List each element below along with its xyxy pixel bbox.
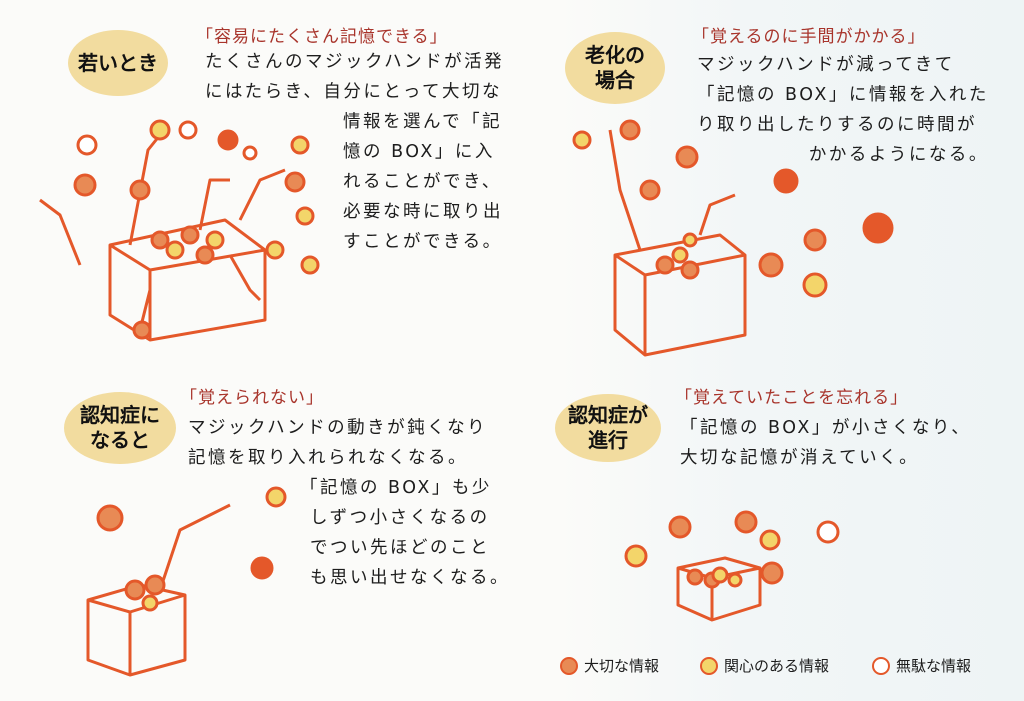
badge-label: 認知症が <box>568 403 648 427</box>
description-dementia: マジックハンドの動きが鈍くなり 記憶を取り入れられなくなる。 「記憶の BOX」… <box>188 413 510 593</box>
text-line: も思い出せなくなる。 <box>310 568 510 588</box>
legend-label: 無駄な情報 <box>896 657 972 675</box>
badge-label: 若いとき <box>78 50 158 75</box>
legend-interest: 関心のある情報 <box>700 655 829 676</box>
advanced-dementia-box-illustration <box>624 510 840 622</box>
text-line: 記憶を取り入れられなくなる。 <box>188 448 468 468</box>
text-line: たくさんのマジックハンドが活発 <box>205 52 505 72</box>
quote-dementia: 「覚えられない」 <box>180 388 324 408</box>
text-line: でつい先ほどのこと <box>310 538 490 558</box>
young-box-illustration <box>39 119 320 342</box>
text-line: マジックハンドが減ってきて <box>697 55 955 75</box>
interest-info-dot-icon <box>700 656 718 675</box>
badge-label: 認知症に <box>80 403 160 427</box>
badge-label: 場合 <box>595 68 635 92</box>
text-line: しずつ小さくなるの <box>310 508 490 528</box>
useless-info-dot-icon <box>872 656 890 675</box>
badge-dementia: 認知症になると <box>64 392 176 464</box>
aging-box-illustration <box>572 119 894 357</box>
text-line: にはたらき、自分にとって大切な <box>205 82 503 102</box>
badge-label: なると <box>90 428 150 452</box>
badge-label: 老化の <box>585 43 645 67</box>
badge-advanced-dementia: 認知症が進行 <box>555 394 661 462</box>
badge-label: 進行 <box>588 428 628 452</box>
legend-label: 関心のある情報 <box>724 657 830 675</box>
quote-young: 「容易にたくさん記憶できる」 <box>196 27 448 47</box>
badge-young: 若いとき <box>68 30 168 96</box>
legend-useless: 無駄な情報 <box>872 655 971 676</box>
text-line: かかるようになる。 <box>808 145 989 165</box>
text-line: 「記憶の BOX」が小さくなり、 <box>680 418 972 438</box>
description-advanced-dementia: 「記憶の BOX」が小さくなり、 大切な記憶が消えていく。 <box>680 413 971 473</box>
badge-aging: 老化の場合 <box>565 32 665 104</box>
important-info-dot-icon <box>560 656 578 675</box>
text-line: れることができ、 <box>343 172 502 192</box>
text-line: 憶の BOX」に入 <box>343 142 495 162</box>
text-line: り取り出したりするのに時間が <box>697 115 977 135</box>
text-line: 「記憶の BOX」も少 <box>300 478 492 498</box>
dementia-box-illustration <box>86 486 287 677</box>
description-aging: マジックハンドが減ってきて 「記憶の BOX」に情報を入れた り取り出したりする… <box>697 50 989 170</box>
quote-aging: 「覚えるのに手間がかかる」 <box>692 27 926 47</box>
text-line: すことができる。 <box>343 232 503 252</box>
legend-label: 大切な情報 <box>584 657 660 675</box>
text-line: 必要な時に取り出 <box>343 202 503 222</box>
text-line: 情報を選んで「記 <box>343 112 503 132</box>
text-line: 「記憶の BOX」に情報を入れた <box>697 85 989 105</box>
legend-important: 大切な情報 <box>560 655 659 676</box>
text-line: 大切な記憶が消えていく。 <box>680 448 920 468</box>
text-line: マジックハンドの動きが鈍くなり <box>188 418 488 438</box>
quote-advanced-dementia: 「覚えていたことを忘れる」 <box>675 388 909 408</box>
description-young: たくさんのマジックハンドが活発 にはたらき、自分にとって大切な 情報を選んで「記… <box>205 47 504 257</box>
